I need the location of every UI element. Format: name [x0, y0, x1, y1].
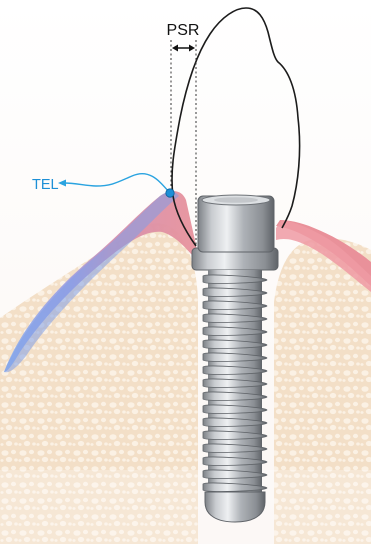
tel-label: TEL	[32, 177, 59, 193]
implant-threads	[203, 270, 267, 494]
bone-fade	[0, 470, 371, 544]
psr-label: PSR	[167, 22, 200, 39]
implant-apex	[205, 492, 265, 522]
tel-marker-dot-icon	[166, 189, 174, 197]
abutment	[198, 195, 274, 252]
abutment-screw-hole	[214, 197, 258, 203]
